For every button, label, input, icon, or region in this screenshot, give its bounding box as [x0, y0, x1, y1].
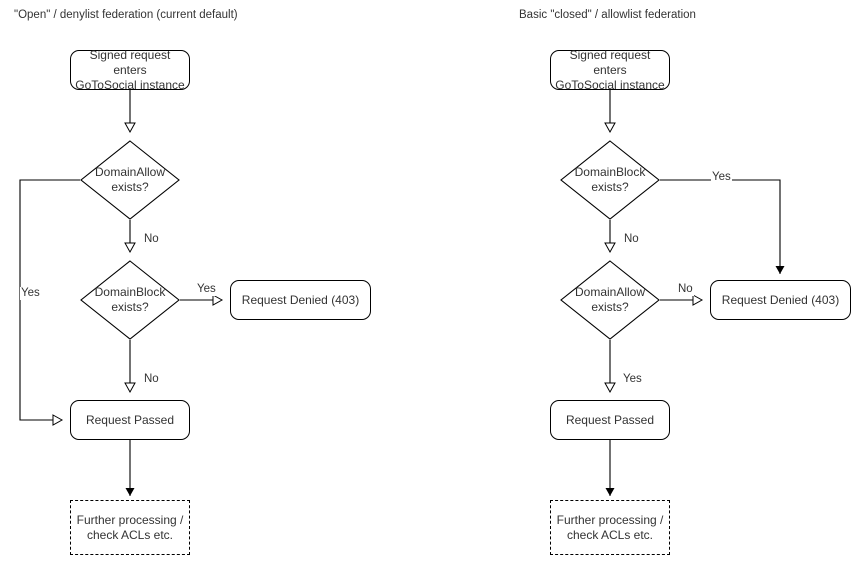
edge-label-block-yes-right: Yes — [711, 171, 732, 184]
node-request-denied-left: Request Denied (403) — [230, 280, 371, 320]
diamond-shape-icon — [80, 140, 180, 220]
node-decision-domainblock-right: DomainBlock exists? — [560, 140, 660, 220]
node-further-processing-left: Further processing / check ACLs etc. — [70, 500, 190, 555]
node-further-processing-left-text: Further processing / check ACLs etc. — [76, 512, 184, 542]
node-request-denied-right: Request Denied (403) — [710, 280, 851, 320]
node-request-passed-left-text: Request Passed — [85, 412, 175, 427]
node-request-passed-left: Request Passed — [70, 400, 190, 440]
node-further-processing-right: Further processing / check ACLs etc. — [550, 500, 670, 555]
node-request-denied-left-text: Request Denied (403) — [241, 292, 360, 307]
edge-label-block-no-left: No — [143, 373, 160, 386]
edge-block-yes-to-denied-right — [660, 179, 785, 274]
edge-label-allow-yes-left: Yes — [20, 287, 41, 300]
node-request-denied-right-text: Request Denied (403) — [721, 292, 840, 307]
node-entry-left: Signed request enters GoToSocial instanc… — [70, 47, 190, 92]
node-entry-right-text: Signed request enters GoToSocial instanc… — [555, 47, 665, 92]
node-decision-domainallow-right: DomainAllow exists? — [560, 260, 660, 340]
node-request-passed-right-text: Request Passed — [565, 412, 655, 427]
edge-allow-yes-to-passed-left — [19, 179, 80, 426]
node-further-processing-right-text: Further processing / check ACLs etc. — [556, 512, 664, 542]
column-title-open-denylist: "Open" / denylist federation (current de… — [14, 9, 238, 21]
diamond-shape-icon — [560, 260, 660, 340]
edge-label-allow-yes-right: Yes — [622, 373, 643, 386]
node-entry-left-text: Signed request enters GoToSocial instanc… — [75, 47, 185, 92]
diamond-shape-icon — [560, 140, 660, 220]
edge-label-allow-no-left: No — [143, 233, 160, 246]
edge-label-allow-no-right: No — [677, 283, 694, 296]
node-entry-right: Signed request enters GoToSocial instanc… — [550, 47, 670, 92]
column-title-closed-allowlist: Basic "closed" / allowlist federation — [519, 9, 696, 21]
edge-label-block-no-right: No — [623, 233, 640, 246]
node-decision-domainblock-left: DomainBlock exists? — [80, 260, 180, 340]
node-decision-domainallow-left: DomainAllow exists? — [80, 140, 180, 220]
edge-label-block-yes-left: Yes — [196, 283, 217, 296]
diamond-shape-icon — [80, 260, 180, 340]
node-request-passed-right: Request Passed — [550, 400, 670, 440]
